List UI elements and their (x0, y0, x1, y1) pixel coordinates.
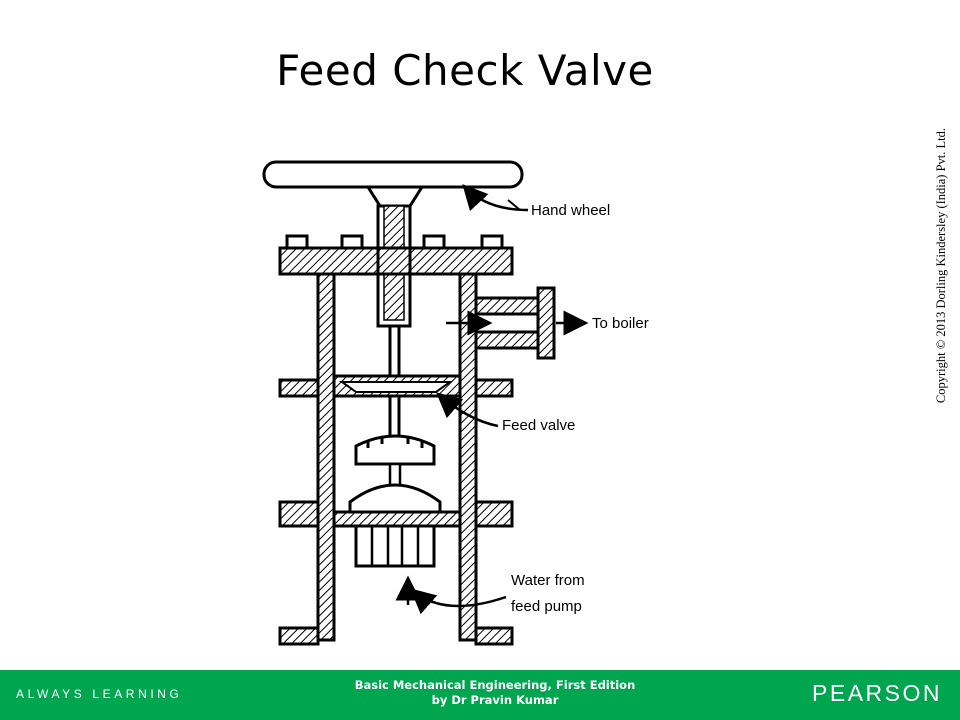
flange-bolts (285, 234, 504, 250)
feed-check-valve-diagram: Hand wheel To boiler Feed valve Water fr… (250, 150, 690, 670)
lower-valve-disc (348, 483, 442, 568)
footer-bar: ALWAYS LEARNING Basic Mechanical Enginee… (0, 670, 960, 720)
label-to-boiler: To boiler (592, 315, 649, 332)
label-feed-pump: feed pump (511, 598, 582, 615)
footer-book-title: Basic Mechanical Engineering, First Edit… (354, 678, 636, 692)
valve-body (278, 272, 514, 646)
leader-lines (410, 184, 529, 615)
footer-tagline: ALWAYS LEARNING (16, 687, 183, 701)
label-water-from: Water from (511, 572, 585, 589)
copyright-notice: Copyright © 2013 Dorling Kindersley (Ind… (934, 128, 948, 404)
publisher-logo: PEARSON (812, 680, 942, 706)
footer-book-info: Basic Mechanical Engineering, First Edit… (300, 678, 690, 708)
slide-title: Feed Check Valve (276, 46, 654, 95)
label-hand-wheel: Hand wheel (531, 202, 610, 219)
label-feed-valve: Feed valve (502, 417, 575, 434)
upper-valve-disc (354, 434, 436, 488)
flow-arrows (395, 310, 589, 605)
footer-book-author: by Dr Pravin Kumar (431, 693, 559, 707)
outlet-pipe (474, 286, 556, 360)
top-cover-flange (278, 246, 514, 276)
threaded-spindle (376, 204, 412, 442)
